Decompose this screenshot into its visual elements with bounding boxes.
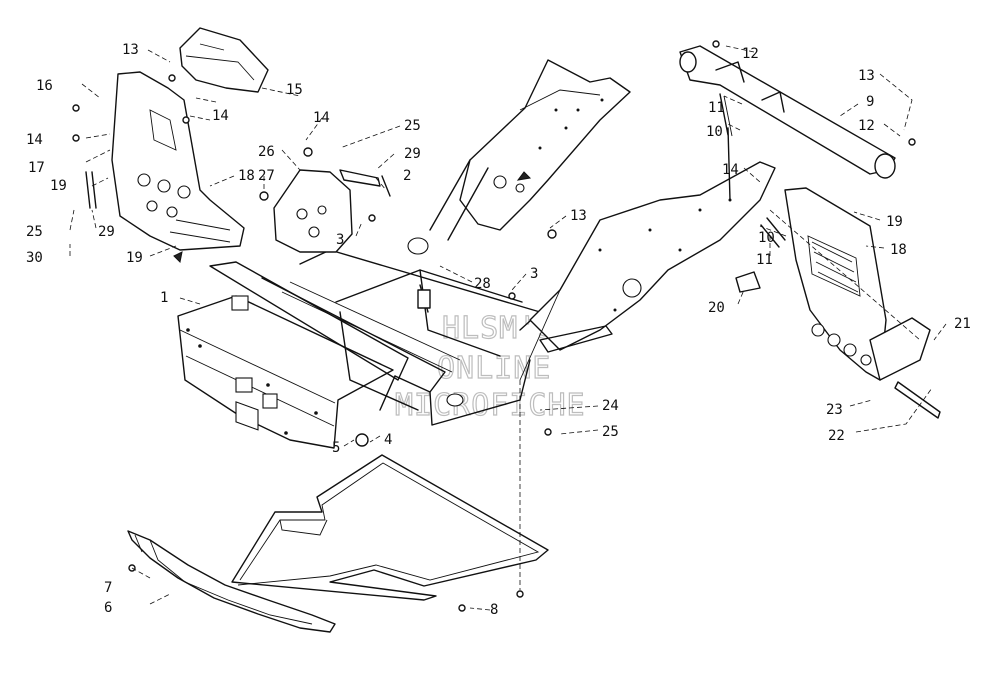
callout-14: 14 [26,132,43,148]
callout-7: 7 [104,580,112,596]
callout-2: 2 [403,168,411,184]
callout-10: 10 [758,230,775,246]
callout-29: 29 [98,224,115,240]
tunnel-frame [209,237,541,426]
callout-11: 11 [756,252,773,268]
callout-13: 13 [122,42,139,58]
watermark-line-2: ONLINE [437,351,551,386]
steering-post [679,45,896,179]
small-bracket [735,271,761,293]
callout-6: 6 [104,600,112,616]
callout-28: 28 [474,276,491,292]
callout-29: 29 [404,146,421,162]
leader-lines [69,45,947,611]
callout-19: 19 [50,178,67,194]
front-bulkhead [177,295,394,449]
callout-5: 5 [332,440,340,456]
callout-14: 14 [722,162,739,178]
callout-30: 30 [26,250,43,266]
callout-22: 22 [828,428,845,444]
mounting-strip [894,381,941,419]
hardware [72,40,916,612]
floor-pan [231,454,549,601]
belly-pan [127,530,336,633]
callout-3: 3 [336,232,344,248]
callout-14: 14 [212,108,229,124]
callout-13: 13 [858,68,875,84]
callout-20: 20 [708,300,725,316]
callout-13: 13 [570,208,587,224]
callout-18: 18 [238,168,255,184]
callout-10: 10 [706,124,723,140]
callout-3: 3 [530,266,538,282]
callout-25: 25 [404,118,421,134]
callout-1: 1 [160,290,168,306]
callout-14: 14 [313,110,330,126]
left-upper-bracket [179,27,269,93]
right-frame-side [519,161,776,381]
watermark-line-3: MICROFICHE [395,388,586,423]
callout-9: 9 [866,94,874,110]
callout-23: 23 [826,402,843,418]
callout-27: 27 [258,168,275,184]
callout-24: 24 [602,398,619,414]
callout-4: 4 [384,432,392,448]
callout-21: 21 [954,316,971,332]
upper-frame-side [429,59,631,241]
callout-25: 25 [26,224,43,240]
callout-19: 19 [126,250,143,266]
callout-11: 11 [708,100,725,116]
callout-12: 12 [742,46,759,62]
left-side-panel [111,71,245,264]
callout-17: 17 [28,160,45,176]
callout-18: 18 [890,242,907,258]
callout-12: 12 [858,118,875,134]
right-side-panel [784,187,931,381]
callout-16: 16 [36,78,53,94]
callout-26: 26 [258,144,275,160]
callout-15: 15 [286,82,303,98]
callout-8: 8 [490,602,498,618]
callout-numbers: 1 2 3 3 4 5 6 7 8 9 10 10 11 11 12 12 13… [26,42,971,618]
callout-25: 25 [602,424,619,440]
center-bracket [273,169,381,253]
callout-19: 19 [886,214,903,230]
